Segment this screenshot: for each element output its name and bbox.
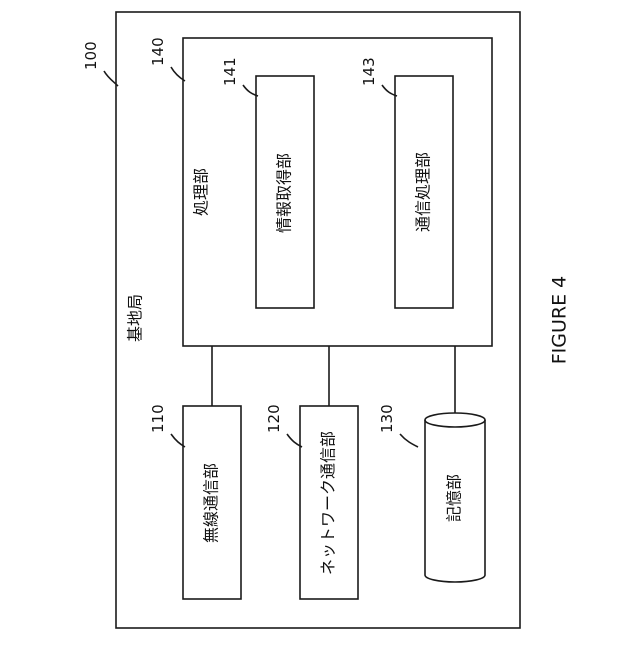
ref-130: 130 (378, 404, 396, 433)
label-info-acquisition: 情報取得部 (275, 153, 294, 233)
ref-140: 140 (149, 37, 167, 66)
ref-143: 143 (360, 57, 378, 86)
label-wireless-comm: 無線通信部 (202, 463, 221, 543)
ref-120: 120 (265, 404, 283, 433)
ref-141: 141 (221, 57, 239, 86)
label-base-station: 基地局 (126, 294, 145, 342)
ref-110: 110 (149, 404, 167, 433)
label-comm-processing: 通信処理部 (414, 152, 433, 232)
label-processor: 処理部 (192, 168, 211, 216)
label-network-comm: ネットワーク通信部 (319, 431, 338, 575)
label-storage: 記憶部 (445, 474, 464, 522)
figure-label: FIGURE 4 (549, 276, 571, 365)
ref-100: 100 (82, 41, 100, 70)
